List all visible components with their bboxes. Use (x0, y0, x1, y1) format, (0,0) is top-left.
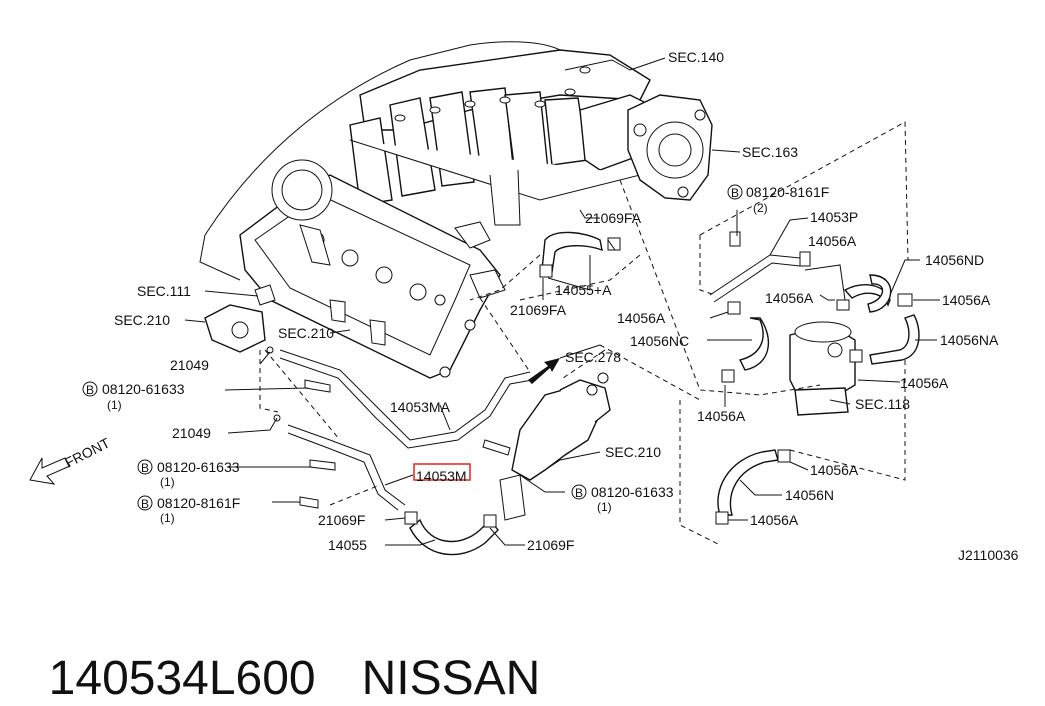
label-sec278: SEC.278 (565, 349, 621, 365)
label-14056a-7: 14056A (810, 462, 859, 478)
label-14055: 14055 (328, 537, 367, 553)
bolt-mark-letter: B (575, 486, 583, 500)
hose-14055a (541, 231, 603, 273)
hose-14056nd (843, 284, 891, 307)
label-14056a-6: 14056A (697, 408, 746, 424)
label-sec210-left: SEC.210 (114, 312, 170, 328)
pipe-14053m (287, 424, 406, 506)
label-14053p: 14053P (810, 209, 858, 225)
label-14056a-2: 14056A (942, 292, 991, 308)
label-b-61633-3: 08120-61633 (591, 484, 674, 500)
leader-lines (184, 57, 940, 546)
part-footer: 140534L600 NISSAN (22, 596, 541, 706)
label-21049-1: 21049 (170, 357, 209, 373)
pipe-14053ma (279, 349, 531, 441)
hose-14056na (869, 314, 920, 365)
label-b-61633-2: 08120-61633 (157, 459, 240, 475)
hose-14056nc (738, 317, 770, 371)
label-front: FRONT (62, 434, 113, 470)
label-b-61633-3-qty: (1) (597, 500, 612, 514)
label-b-61633-1: 08120-61633 (102, 381, 185, 397)
intake-manifold (349, 49, 661, 226)
label-21069fa-mid: 21069FA (510, 302, 567, 318)
label-14056a-5: 14056A (900, 375, 949, 391)
label-sec118: SEC.118 (855, 396, 910, 412)
drawing-code: J2110036 (958, 547, 1019, 563)
label-21069f-1: 21069F (318, 512, 365, 528)
label-14055a: 14055+A (555, 282, 612, 298)
label-b-8161f-top-qty: (2) (753, 201, 768, 215)
bolt-icon (727, 184, 743, 200)
water-inlet-housing (499, 372, 611, 521)
air-valve-sec118 (789, 321, 856, 416)
label-14056a-3: 14056A (765, 290, 814, 306)
pipe-14053p (709, 254, 801, 296)
part-labels: SEC.140 SEC.163 B 08120-8161F (2) 14053P… (62, 49, 1019, 563)
label-b-8161f-top: 08120-8161F (746, 184, 829, 200)
cylinder-head (239, 159, 506, 379)
label-b-61633-2-qty: (1) (160, 475, 175, 489)
label-14056nc: 14056NC (630, 333, 689, 349)
highlight-box-14053m (413, 463, 471, 481)
hose-14055 (409, 518, 499, 556)
label-sec163: SEC.163 (742, 144, 798, 160)
bolt-mark-letter: B (731, 186, 739, 200)
clamps (404, 231, 913, 528)
label-sec210-low: SEC.210 (605, 444, 661, 460)
parts-diagram: SEC.140 SEC.163 B 08120-8161F (2) 14053P… (29, 41, 1019, 563)
brand-name: NISSAN (361, 652, 541, 705)
label-14056n: 14056N (785, 487, 834, 503)
label-sec111: SEC.111 (137, 283, 191, 299)
label-b-61633-1-qty: (1) (107, 398, 122, 412)
label-sec140: SEC.140 (668, 49, 724, 65)
label-14053ma: 14053MA (390, 399, 451, 415)
label-14053m: 14053M (416, 468, 467, 484)
hoses (279, 231, 920, 556)
engine-illustration (199, 41, 856, 521)
label-sec210-mid: SEC.210 (278, 325, 334, 341)
bolt-mark-letter: B (141, 461, 149, 475)
label-21049-2: 21049 (172, 425, 211, 441)
label-21069f-2: 21069F (527, 537, 574, 553)
bolts (266, 346, 511, 509)
label-14056nd: 14056ND (925, 252, 984, 268)
part-number: 140534L600 (48, 652, 316, 705)
front-arrow-icon (29, 457, 71, 485)
label-14056a-8: 14056A (750, 512, 799, 528)
throttle-body (627, 94, 713, 201)
bolt-mark-letter: B (86, 383, 94, 397)
hose-14056n (717, 449, 779, 516)
sec278-arrow (528, 358, 560, 384)
label-21069fa-top: 21069FA (585, 210, 642, 226)
label-14056a-1: 14056A (808, 233, 857, 249)
label-b-8161f-low: 08120-8161F (157, 495, 240, 511)
bolt-mark-letter: B (141, 497, 149, 511)
dashed-lines (259, 121, 909, 546)
label-14056a-4: 14056A (617, 310, 666, 326)
label-b-8161f-low-qty: (1) (160, 511, 175, 525)
water-outlet (204, 284, 276, 353)
label-14056na: 14056NA (940, 332, 999, 348)
